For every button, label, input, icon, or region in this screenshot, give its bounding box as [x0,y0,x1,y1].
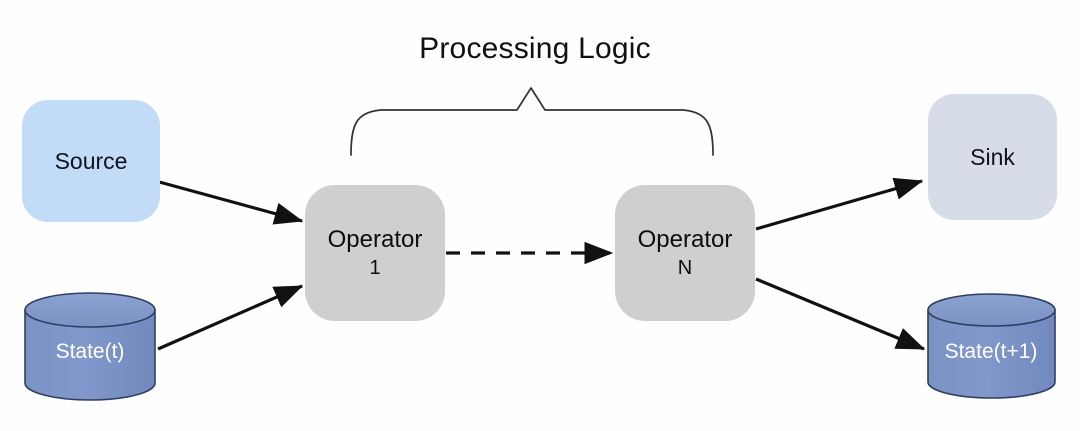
node-operator-n-label: Operator [637,225,733,253]
node-operator-n[interactable]: Operator N [615,185,755,321]
node-source-label: Source [54,147,128,174]
processing-logic-title: Processing Logic [419,32,651,65]
node-state-t-plus-1-cylinder [927,293,1056,399]
edge-operator-n-to-state-t-plus-1 [755,277,926,351]
node-operator-1-label: Operator [327,225,423,253]
node-operator-1-sublabel: 1 [369,257,381,280]
edge-operator-n-to-sink [755,177,924,231]
edge-source-to-operator-1 [151,178,304,225]
node-sink-label: Sink [970,143,1015,170]
node-operator-1[interactable]: Operator 1 [305,185,445,321]
processing-logic-brace [350,87,714,156]
node-state-t-label: State(t) [55,340,125,363]
node-state-t-plus-1-label: State(t+1) [944,340,1038,363]
node-source[interactable]: Source [22,100,160,222]
node-state-t-cylinder [24,292,156,401]
node-operator-n-sublabel: N [677,257,693,280]
node-sink[interactable]: Sink [928,94,1057,220]
edge-state-t-to-operator-1 [157,284,304,351]
